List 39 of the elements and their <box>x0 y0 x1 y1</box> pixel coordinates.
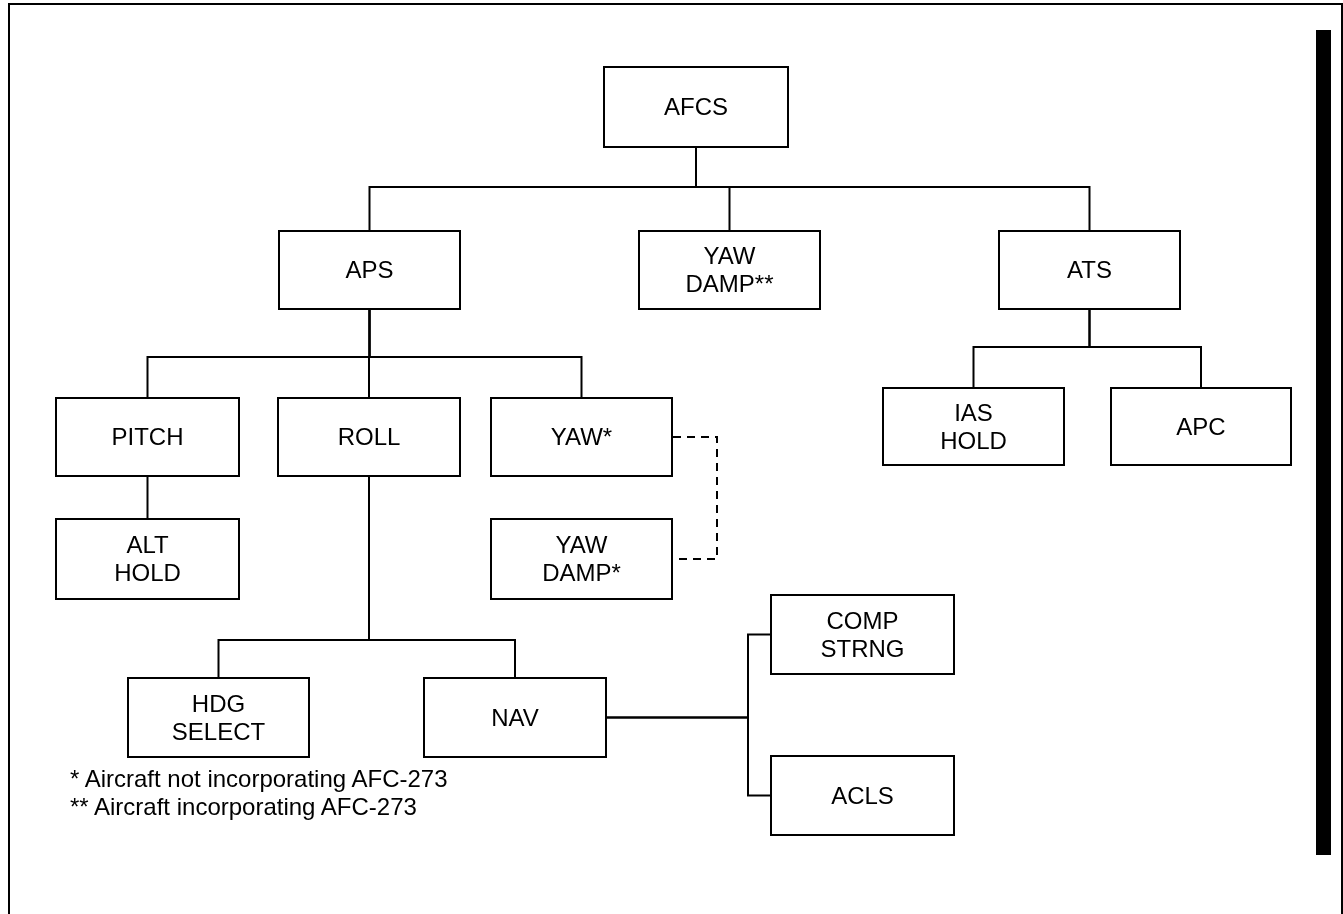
box-label: ROLL <box>337 423 401 451</box>
box <box>882 387 1065 466</box>
box <box>55 397 240 477</box>
box-label: APS <box>345 256 394 284</box>
connector-line <box>1088 309 1202 388</box>
box-label: HDG SELECT <box>171 689 266 746</box>
box <box>998 230 1181 310</box>
change-bar <box>1316 30 1331 855</box>
box-label: ACLS <box>831 781 894 810</box>
box-label: AFCS <box>664 93 728 121</box>
box-label: IAS HOLD <box>940 398 1007 455</box>
box-label: YAW DAMP** <box>685 242 774 298</box>
box <box>770 755 955 836</box>
connector-line <box>606 716 771 797</box>
dashed-connector <box>672 436 718 560</box>
box-label: COMP STRNG <box>820 606 905 663</box>
box-label: ALT HOLD <box>114 531 181 587</box>
footnote: * Aircraft not incorporating AFC-273 <box>70 765 448 793</box>
box <box>490 518 673 600</box>
connector-line <box>368 476 516 678</box>
box <box>1110 387 1292 466</box>
box-label: YAW DAMP* <box>542 531 621 587</box>
footnote: ** Aircraft incorporating AFC-273 <box>70 793 418 821</box>
box <box>127 677 310 758</box>
box-label: PITCH <box>111 423 184 451</box>
box-label: NAV <box>491 703 539 732</box>
box <box>423 677 607 758</box>
box <box>55 518 240 600</box>
box-label: APC <box>1176 412 1226 441</box>
box <box>638 230 821 310</box>
box <box>603 66 789 148</box>
box-label: ATS <box>1067 256 1112 284</box>
box <box>277 397 461 477</box>
box-label: YAW* <box>550 423 613 451</box>
box <box>770 594 955 675</box>
box <box>490 397 673 477</box>
box <box>278 230 461 310</box>
connector-line <box>146 476 149 519</box>
connector-line <box>368 309 583 398</box>
